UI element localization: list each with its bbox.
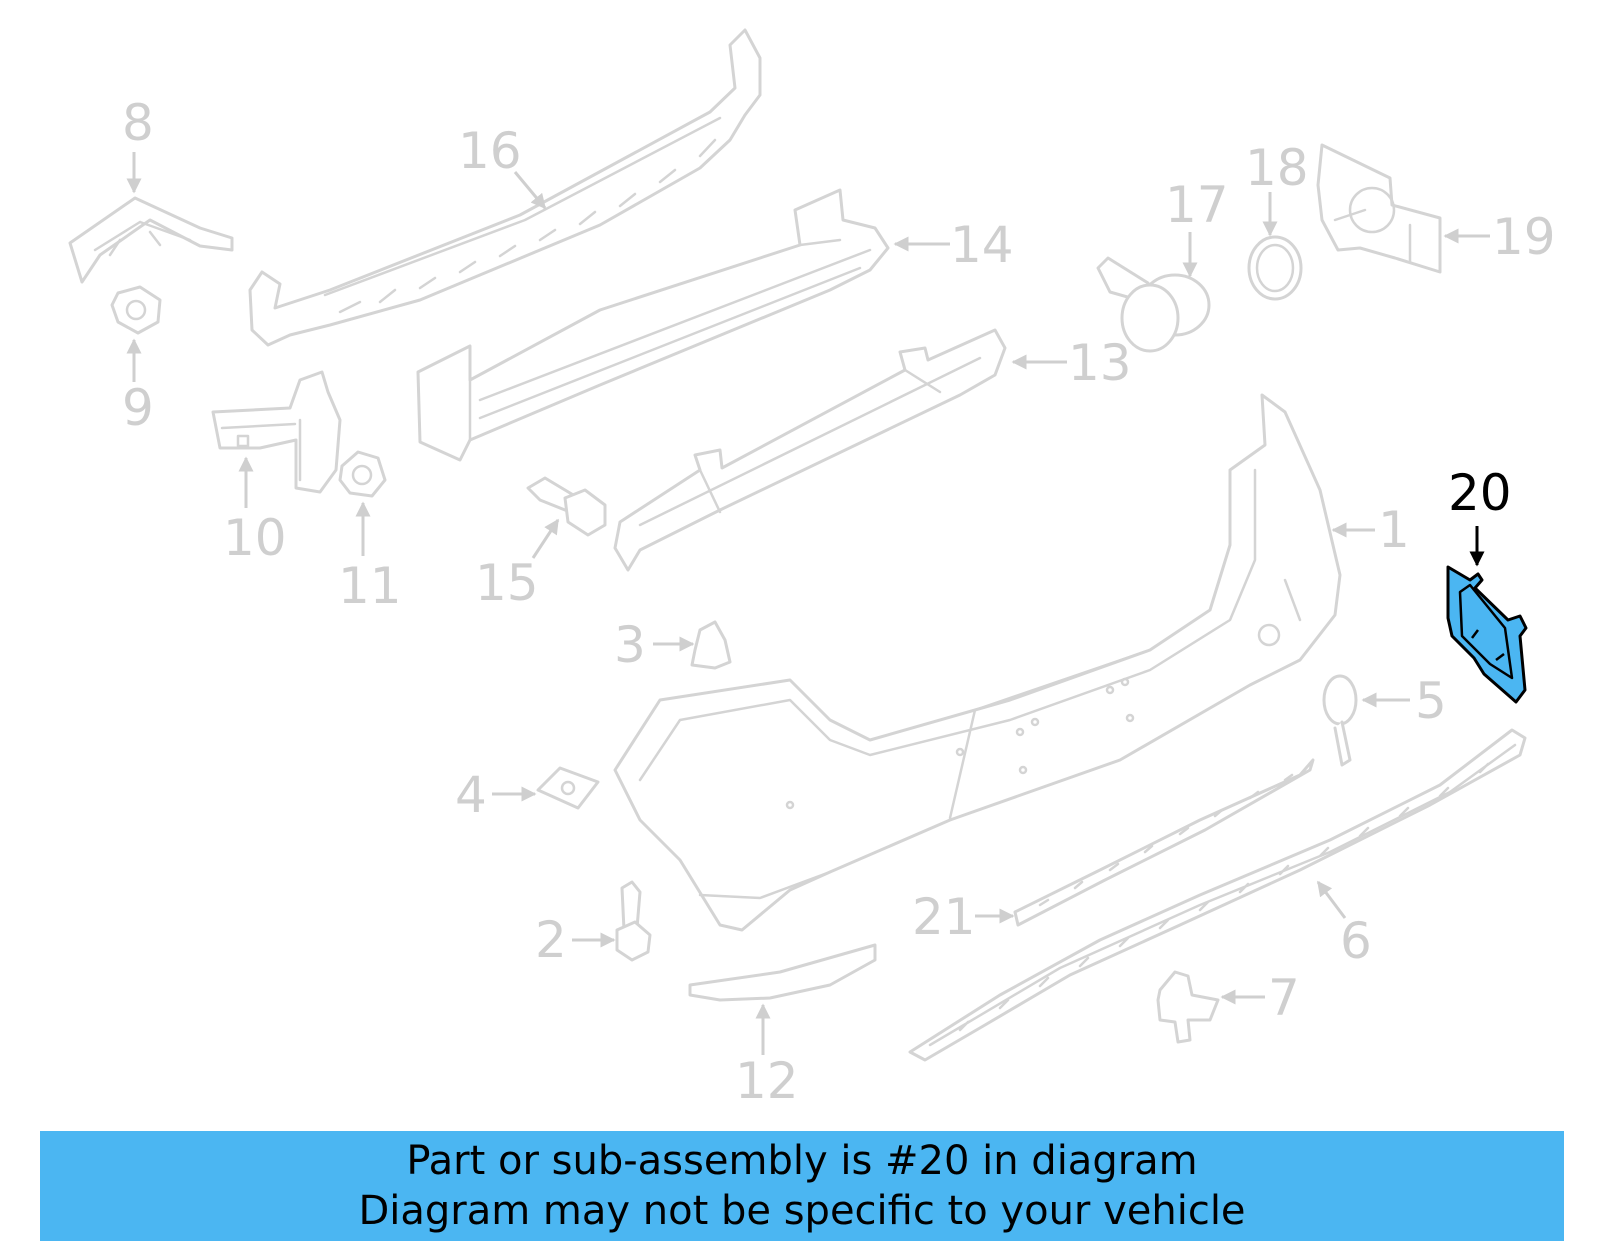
part-15-bolt[interactable] [526, 476, 607, 537]
part-10-side-bracket[interactable] [211, 370, 342, 494]
banner-line-1: Part or sub-assembly is #20 in diagram [406, 1138, 1198, 1184]
callout-2[interactable]: 2 [535, 911, 567, 969]
part-4-clip-nut[interactable] [536, 766, 600, 810]
callout-14[interactable]: 14 [950, 216, 1014, 274]
part-18-ring[interactable] [1247, 235, 1303, 301]
callout-15[interactable]: 15 [475, 554, 539, 612]
part-7-clip[interactable] [1156, 970, 1220, 1044]
part-16-absorber[interactable] [248, 28, 762, 347]
callout-11[interactable]: 11 [338, 557, 402, 615]
part-2-bolt[interactable] [615, 880, 652, 962]
part-21-strip[interactable] [1013, 758, 1315, 927]
callout-17[interactable]: 17 [1165, 176, 1229, 234]
part-20-bracket-highlighted[interactable] [1446, 565, 1528, 704]
callout-20[interactable]: 20 [1448, 464, 1512, 522]
callout-19[interactable]: 19 [1492, 208, 1556, 266]
callout-3[interactable]: 3 [614, 616, 646, 674]
callout-21[interactable]: 21 [912, 888, 976, 946]
banner-line-2: Diagram may not be specific to your vehi… [358, 1188, 1246, 1234]
callout-18[interactable]: 18 [1245, 139, 1309, 197]
callout-13[interactable]: 13 [1068, 334, 1132, 392]
part-17-sensor[interactable] [1096, 256, 1211, 353]
part-19-holder[interactable] [1316, 143, 1442, 274]
callout-9[interactable]: 9 [122, 379, 154, 437]
part-8-bracket[interactable] [68, 196, 234, 284]
callout-6[interactable]: 6 [1340, 912, 1372, 970]
arrow-6 [1316, 880, 1347, 919]
part-6-diffuser[interactable] [908, 728, 1527, 1062]
callout-8[interactable]: 8 [122, 94, 154, 152]
notice-banner: Part or sub-assembly is #20 in diagram D… [40, 1131, 1564, 1241]
part-3-clip[interactable] [690, 620, 732, 670]
part-5-reflector[interactable] [1322, 674, 1358, 767]
part-14-reinforcement[interactable] [416, 188, 890, 462]
callout-16[interactable]: 16 [458, 122, 522, 180]
callout-4[interactable]: 4 [455, 766, 487, 824]
callout-12[interactable]: 12 [735, 1052, 799, 1110]
part-13-reinforcement[interactable] [613, 328, 1007, 572]
part-9-nut[interactable] [110, 285, 162, 335]
arrow-15 [531, 518, 560, 559]
callout-5[interactable]: 5 [1415, 672, 1447, 730]
part-12-trim[interactable] [688, 943, 877, 1002]
callout-7[interactable]: 7 [1268, 969, 1300, 1027]
callout-10[interactable]: 10 [223, 509, 287, 567]
part-11-nut[interactable] [338, 450, 387, 498]
callout-1[interactable]: 1 [1378, 501, 1410, 559]
arrow-16 [513, 171, 547, 210]
part-1-bumper-cover[interactable] [613, 393, 1342, 932]
